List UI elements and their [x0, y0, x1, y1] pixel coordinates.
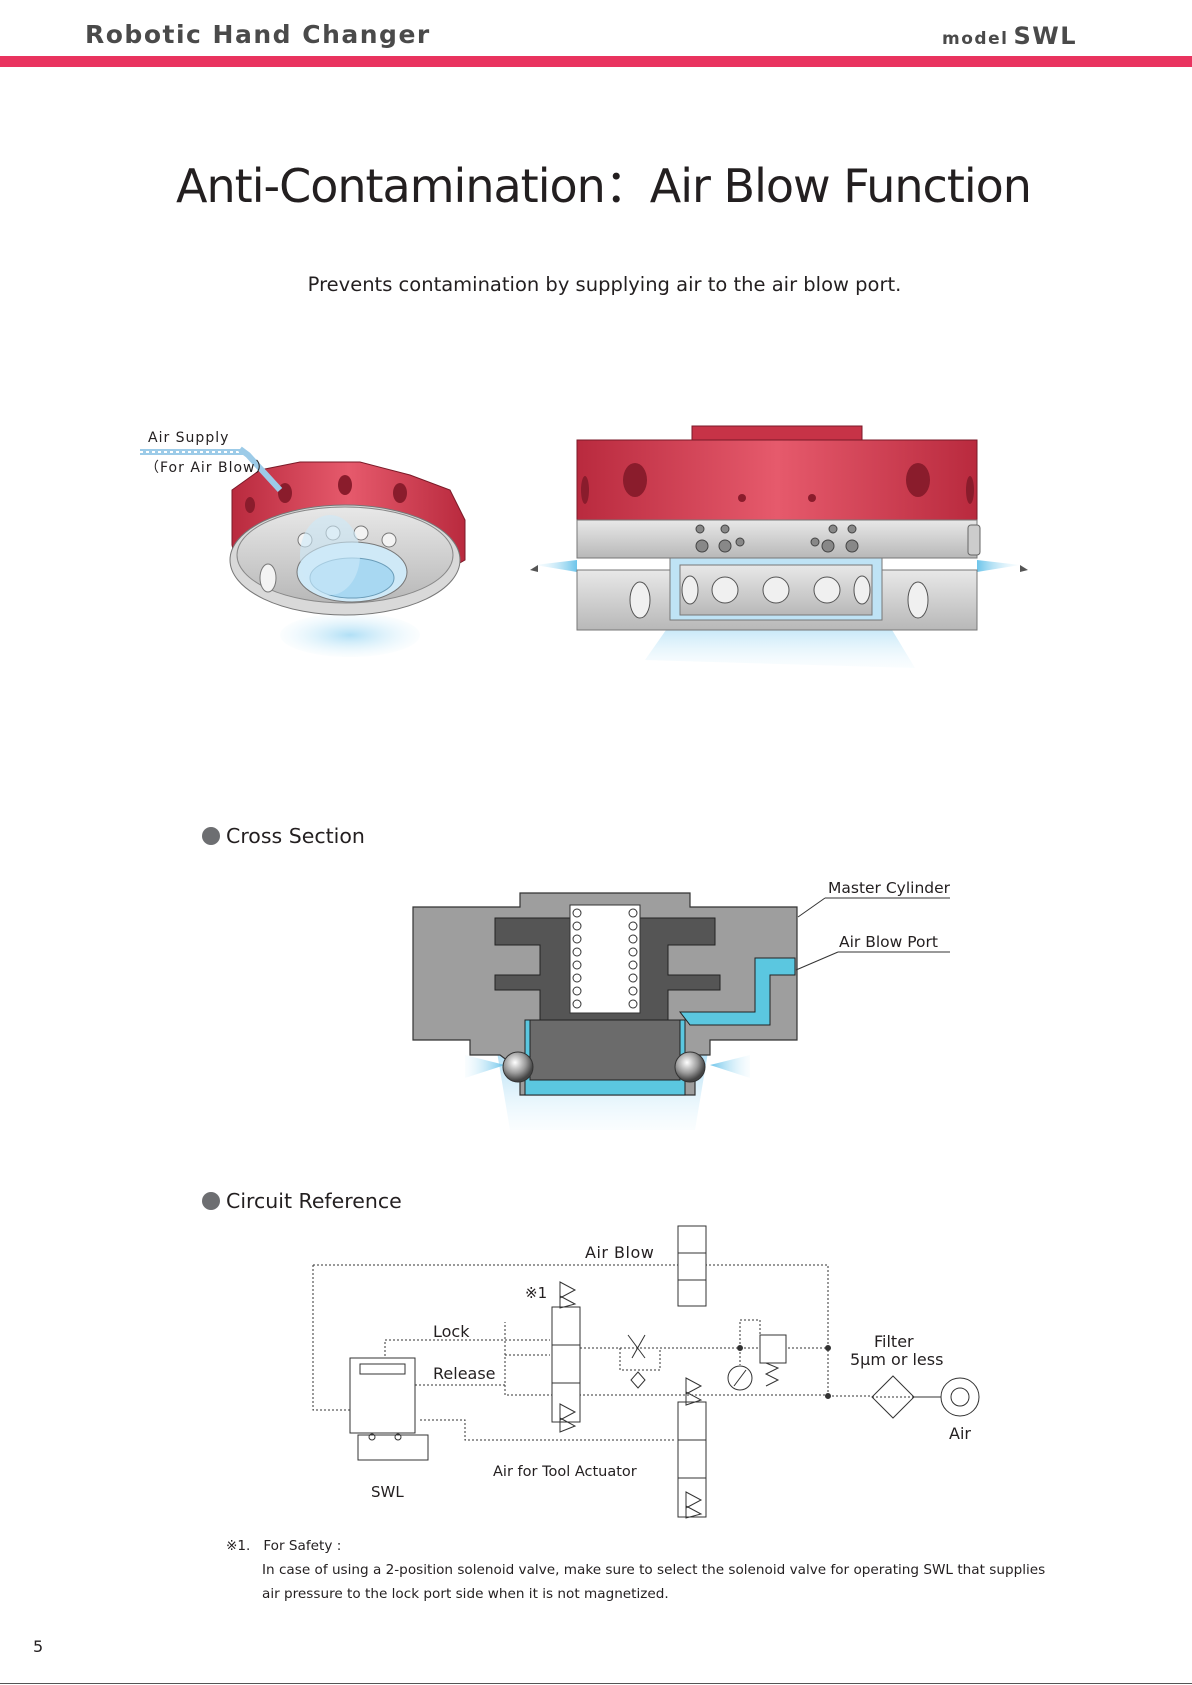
footnote-line-1: In case of using a 2-position solenoid v… — [262, 1562, 1046, 1578]
air-label: Air — [949, 1424, 971, 1443]
page-title: Anti-Contamination：Air Blow Function — [176, 159, 1032, 213]
side-view — [530, 425, 1028, 668]
air-tool-label: Air for Tool Actuator — [493, 1464, 637, 1480]
air-blow-port-label: Air Blow Port — [839, 933, 938, 951]
cross-section-diagram: Master Cylinder Air Blow Port — [412, 879, 951, 1130]
circuit-labels: Air Blow ※1 Lock Release Filter 5μm or l… — [371, 1243, 971, 1501]
air-blow-label: Air Blow — [585, 1243, 654, 1262]
model-prefix: model — [942, 29, 1009, 49]
lock-label: Lock — [433, 1322, 470, 1341]
footnote-label: ※1. For Safety : — [226, 1538, 342, 1554]
bullet-icon — [202, 1192, 220, 1210]
cross-section-heading: Cross Section — [202, 824, 365, 848]
page-subtitle: Prevents contamination by supplying air … — [307, 273, 902, 296]
footnote-line-2: air pressure to the lock port side when … — [262, 1586, 669, 1602]
air-supply-sublabel: （For Air Blow） — [145, 460, 271, 476]
circuit-diagram — [312, 1225, 980, 1519]
page-number: 5 — [33, 1637, 44, 1656]
bullet-icon — [202, 827, 220, 845]
release-label: Release — [433, 1364, 496, 1383]
header-accent-bar — [0, 56, 1192, 67]
note-mark-label: ※1 — [525, 1284, 547, 1302]
circuit-heading-text: Circuit Reference — [226, 1189, 402, 1213]
cross-section-heading-text: Cross Section — [226, 824, 365, 848]
circuit-heading: Circuit Reference — [202, 1189, 402, 1213]
header-title: Robotic Hand Changer — [85, 20, 431, 49]
model-name: SWL — [1013, 22, 1077, 50]
filter-spec-label: 5μm or less — [850, 1350, 943, 1369]
air-supply-label: Air Supply — [148, 430, 229, 446]
master-cylinder-label: Master Cylinder — [828, 879, 951, 897]
perspective-view: Air Supply （For Air Blow） — [140, 430, 466, 657]
filter-label: Filter — [874, 1332, 914, 1351]
bottom-divider — [0, 1683, 1192, 1684]
swl-label: SWL — [371, 1483, 404, 1501]
footnote-body: In case of using a 2-position solenoid v… — [262, 1558, 1045, 1606]
